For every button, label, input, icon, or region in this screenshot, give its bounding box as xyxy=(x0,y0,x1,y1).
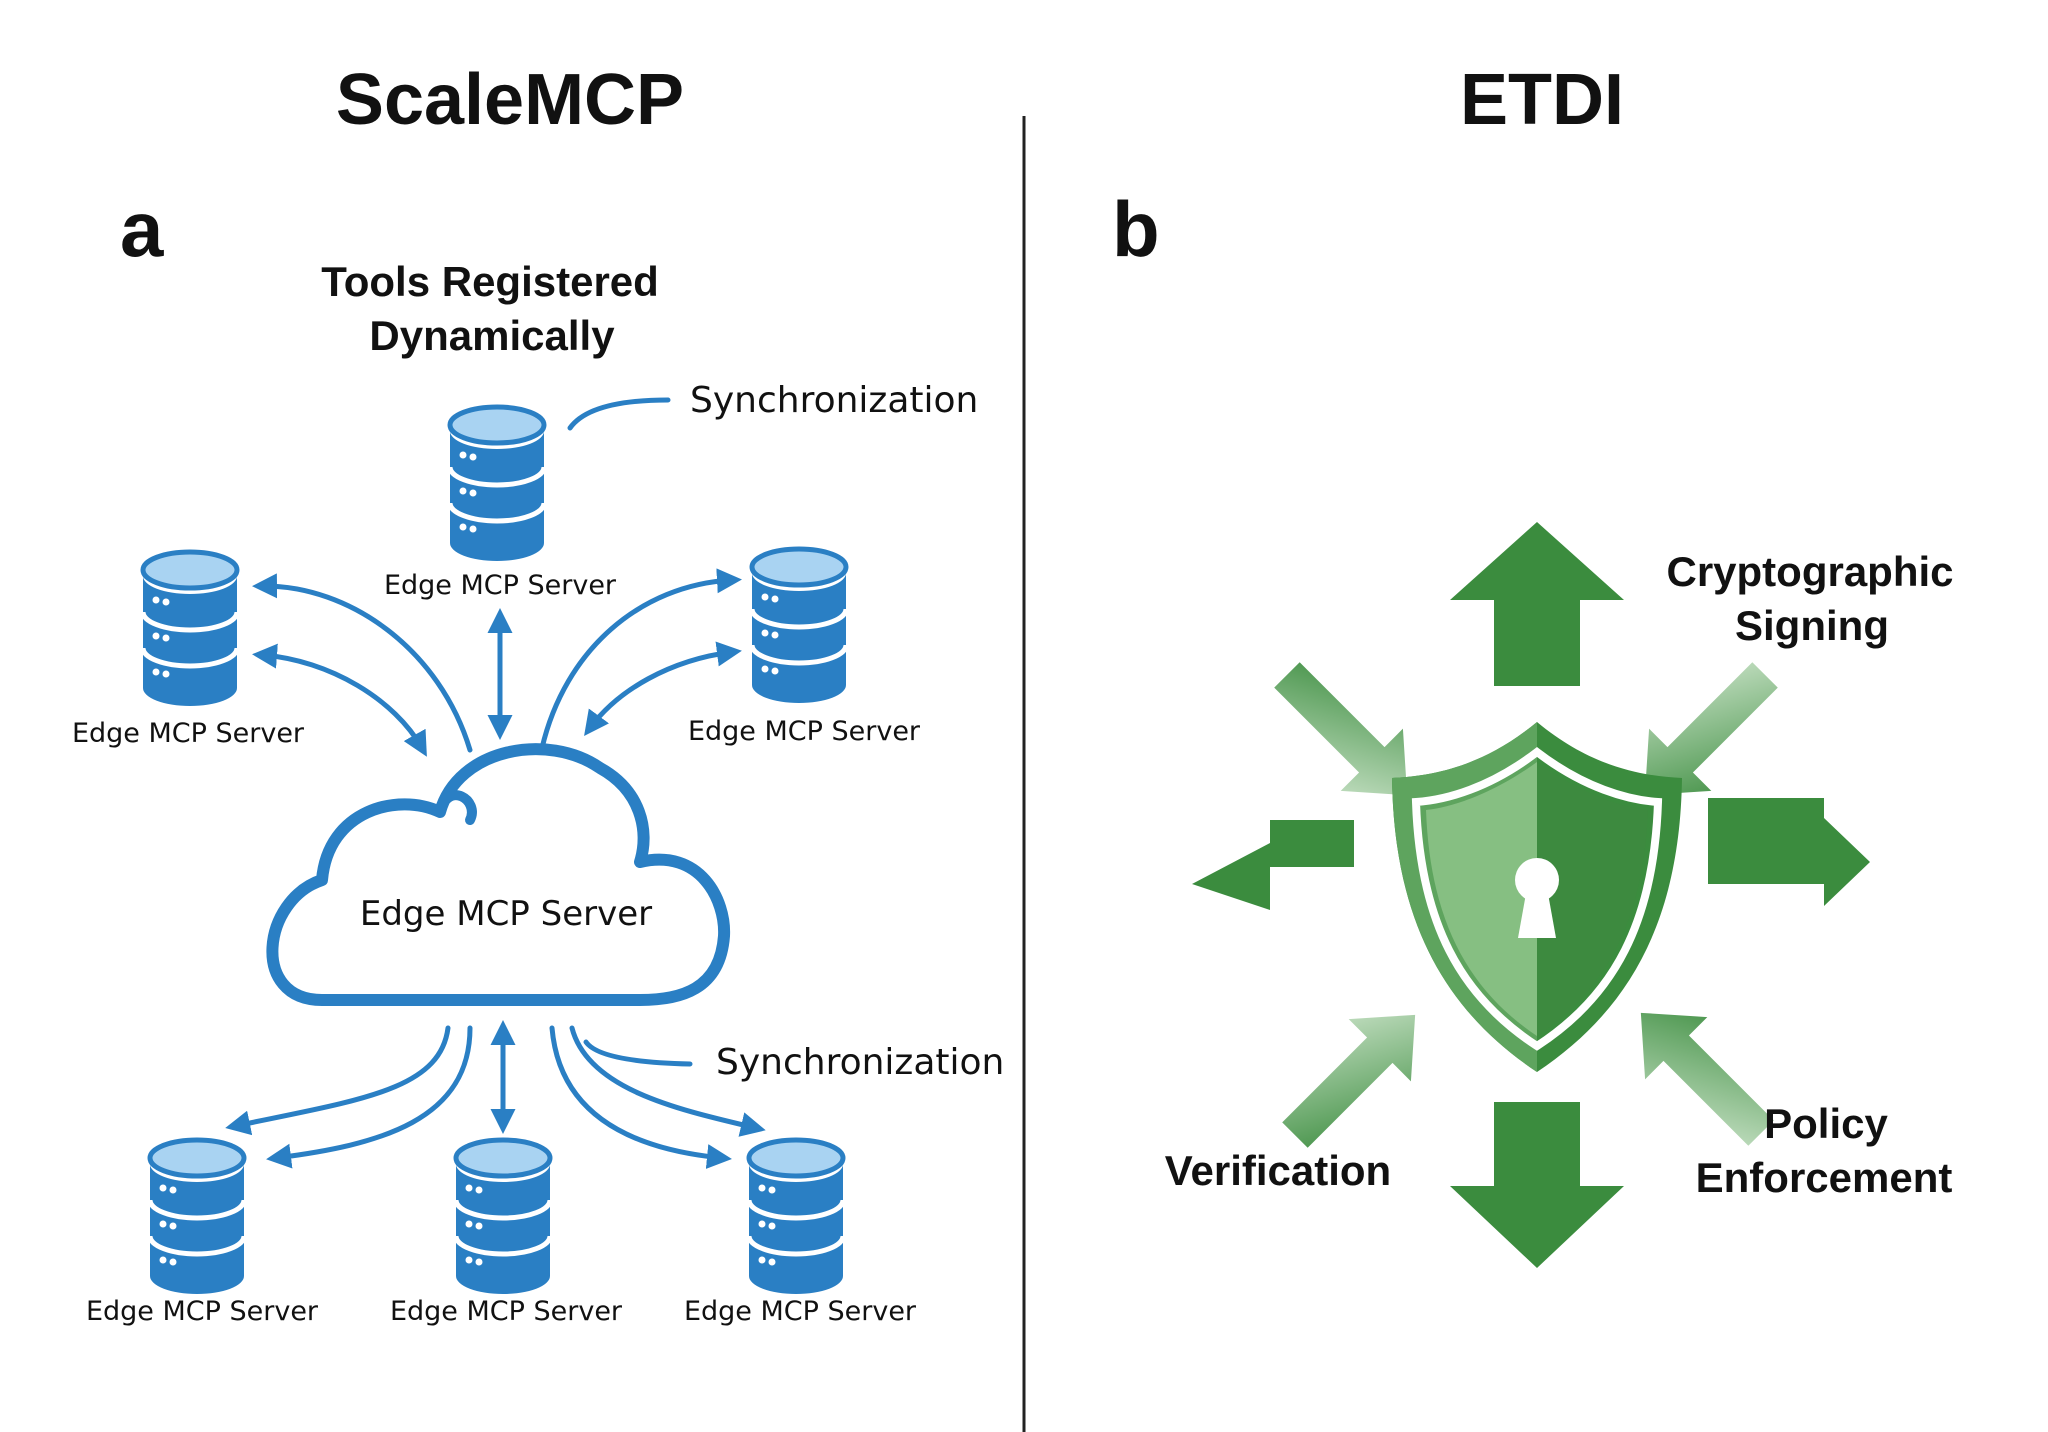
arrow-upper-left-a xyxy=(252,573,473,753)
server-bottom-right-label: Edge MCP Server xyxy=(684,1296,917,1327)
cloud-server-label: Edge MCP Server xyxy=(360,894,652,934)
cloud-icon xyxy=(266,743,731,1006)
arrow-left-icon xyxy=(1192,820,1354,910)
arrow-lower-right-a xyxy=(549,1025,732,1169)
server-bottom-center-label: Edge MCP Server xyxy=(390,1296,623,1327)
lower-connection-arrows xyxy=(225,1020,766,1169)
server-upper-right-icon xyxy=(752,549,846,703)
verification-label: Verification xyxy=(1165,1147,1391,1194)
arrow-lower-right-b xyxy=(569,1025,766,1137)
sync-top-connector xyxy=(567,397,671,431)
panel-b-title: ETDI xyxy=(1460,60,1624,140)
panel-a-title: ScaleMCP xyxy=(336,60,684,140)
shield-keyhole-icon xyxy=(1392,722,1682,1072)
server-bottom-center-icon xyxy=(456,1140,550,1294)
arrow-inward-bottom-right-icon xyxy=(1640,1012,1774,1146)
tools-registered-heading-line1: Tools Registered xyxy=(321,258,659,305)
sync-top-label: Synchronization xyxy=(690,380,978,421)
server-bottom-left-icon xyxy=(150,1140,244,1294)
cryptographic-signing-label-line2: Signing xyxy=(1735,602,1889,649)
cryptographic-signing-label-line1: Cryptographic xyxy=(1666,548,1953,595)
panel-b-letter: b xyxy=(1112,185,1160,273)
arrow-right-icon xyxy=(1708,798,1870,906)
arrow-down-icon xyxy=(1450,1102,1624,1268)
sync-bottom-label: Synchronization xyxy=(716,1042,1004,1083)
sync-bottom-connector xyxy=(583,1039,693,1067)
arrow-lower-left-a xyxy=(225,1025,451,1136)
server-upper-left-label: Edge MCP Server xyxy=(72,718,305,749)
tools-registered-heading-line2: Dynamically xyxy=(369,312,615,359)
server-top-label: Edge MCP Server xyxy=(384,570,617,601)
arrow-inward-top-right-icon xyxy=(1644,662,1778,796)
outward-arrows xyxy=(1192,522,1870,1268)
policy-enforcement-label-line2: Enforcement xyxy=(1696,1154,1953,1201)
cloud-curl xyxy=(435,790,477,825)
arrow-up-icon xyxy=(1450,522,1624,686)
server-bottom-left-label: Edge MCP Server xyxy=(86,1296,319,1327)
server-bottom-right-icon xyxy=(749,1140,843,1294)
arrow-inward-bottom-left-icon xyxy=(1282,1014,1416,1148)
policy-enforcement-label-line1: Policy xyxy=(1764,1100,1888,1147)
arrow-upper-left-b xyxy=(252,643,427,757)
arrow-inward-top-left-icon xyxy=(1274,662,1408,796)
arrow-upper-right-b xyxy=(584,641,742,737)
server-upper-left-icon xyxy=(143,552,237,706)
server-upper-right-label: Edge MCP Server xyxy=(688,716,921,747)
arrow-lower-left-b xyxy=(266,1025,473,1169)
panel-a-letter: a xyxy=(120,185,164,273)
inward-arrows xyxy=(1274,662,1778,1148)
upper-connection-arrows xyxy=(252,568,742,757)
server-top-icon xyxy=(450,407,544,561)
arrow-upper-right-a xyxy=(539,568,742,751)
